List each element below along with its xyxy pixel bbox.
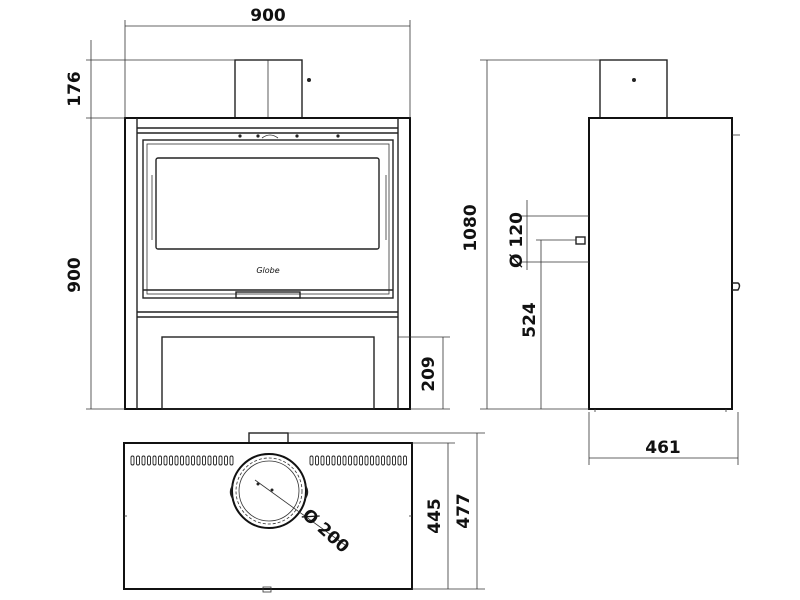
dim-base-height: 209 (419, 356, 439, 392)
dim-flue-diameter-top: Ø 200 (298, 505, 353, 557)
front-dimensions: 900 176 900 209 (65, 6, 450, 410)
vent-slot (342, 455, 347, 466)
stove-body-front (124, 117, 411, 410)
dim-body-height: 900 (65, 257, 85, 293)
vent-slot (229, 455, 234, 466)
vent-slot (196, 455, 201, 466)
vent-slot (353, 455, 358, 466)
vent-slot (392, 455, 396, 466)
ring-clip-left (229, 484, 234, 500)
dim-depth: 461 (645, 438, 681, 458)
dim-flue-height: 176 (65, 71, 85, 107)
top-view (123, 432, 413, 593)
vent-slot (309, 455, 314, 466)
stove-body-side (588, 117, 733, 410)
side-dimensions: 1080 Ø 120 524 461 (461, 59, 739, 465)
flue-pipe-front (234, 59, 303, 119)
dim-total-height: 1080 (461, 204, 481, 251)
vent-slot (403, 455, 407, 466)
vent-slot (180, 455, 184, 466)
dim-inner-depth: 445 (425, 498, 445, 534)
vent-slot (397, 455, 402, 466)
vent-slot (320, 455, 325, 466)
air-inlet (575, 236, 586, 245)
vent-slot (337, 455, 341, 466)
vent-slot (213, 455, 217, 466)
vent-slot (141, 455, 146, 466)
vent-slot (163, 455, 168, 466)
vent-slot (218, 455, 223, 466)
dim-front-width: 900 (250, 6, 286, 26)
brand-logo: Globe (256, 266, 279, 275)
vent-slots (130, 455, 407, 466)
vent-slot (207, 455, 212, 466)
log-store (161, 336, 375, 410)
vent-slot (386, 455, 391, 466)
vent-slot (136, 455, 140, 466)
vent-slot (130, 455, 135, 466)
vent-slot (370, 455, 374, 466)
vent-slot (169, 455, 173, 466)
front-view: Globe (124, 59, 411, 410)
flue-collar-top (248, 432, 289, 444)
side-handle (732, 282, 741, 291)
door-glass (155, 157, 380, 250)
vent-slot (191, 455, 195, 466)
flue-bolt (307, 78, 311, 82)
vent-slot (224, 455, 228, 466)
side-view (575, 59, 741, 412)
vent-slot (326, 455, 330, 466)
vent-slot (158, 455, 162, 466)
stove-body-top (123, 442, 413, 590)
flue-outlet-ring (231, 453, 307, 529)
vent-slot (348, 455, 352, 466)
vent-slot (375, 455, 380, 466)
vent-slot (147, 455, 151, 466)
vent-slot (315, 455, 319, 466)
vent-slot (202, 455, 206, 466)
dim-flue-diameter-side: Ø 120 (507, 212, 527, 268)
vent-slot (152, 455, 157, 466)
vent-slot (174, 455, 179, 466)
top-rail-bolts (238, 134, 340, 139)
vent-slot (185, 455, 190, 466)
vent-slot (364, 455, 369, 466)
vent-slot (359, 455, 363, 466)
ring-clip-right (304, 484, 309, 500)
vent-slot (381, 455, 385, 466)
dim-outlet-height: 524 (520, 302, 540, 338)
vent-slot (331, 455, 336, 466)
flue-pipe-side (599, 59, 668, 119)
dim-outer-depth: 477 (454, 493, 474, 529)
air-control-bar (235, 291, 301, 299)
